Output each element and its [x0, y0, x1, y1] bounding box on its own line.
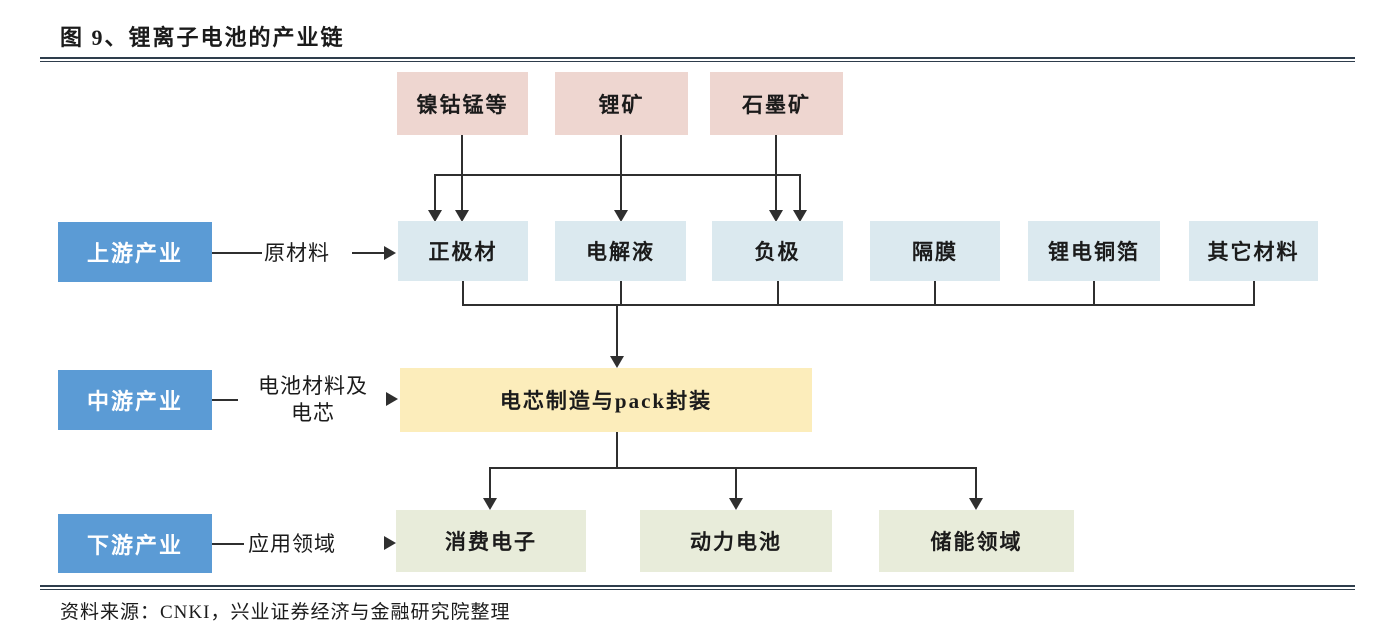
arrow-down-icon — [793, 210, 807, 222]
upstream-box-electrolyte: 电解液 — [555, 221, 686, 281]
upstream-box-copper-foil: 锂电铜箔 — [1028, 221, 1160, 281]
upstream-box-other-materials: 其它材料 — [1189, 221, 1318, 281]
connector-line — [735, 467, 737, 500]
connector-line — [616, 304, 618, 358]
connector-line — [616, 432, 618, 469]
connector-line — [620, 135, 622, 212]
connector-line — [212, 399, 238, 401]
bus-stub — [934, 281, 936, 305]
downstream-box-energy-storage: 储能领域 — [879, 510, 1074, 572]
midstream-box-cell-pack: 电芯制造与pack封装 — [400, 368, 812, 432]
connector-label-raw-materials: 原材料 — [264, 241, 330, 265]
arrow-down-icon — [729, 498, 743, 510]
stage-box-downstream: 下游产业 — [58, 514, 212, 573]
arrow-right-icon — [384, 536, 396, 550]
connector-line — [799, 174, 801, 212]
arrow-down-icon — [610, 356, 624, 368]
connector-line — [352, 252, 384, 254]
upstream-box-anode: 负极 — [712, 221, 843, 281]
source-note: 资料来源：CNKI，兴业证券经济与金融研究院整理 — [60, 602, 511, 623]
arrow-down-icon — [614, 210, 628, 222]
connector-line — [775, 135, 777, 212]
arrow-right-icon — [384, 246, 396, 260]
bus-stub — [1253, 281, 1255, 305]
arrow-down-icon — [428, 210, 442, 222]
raw-material-box-nickel-cobalt-manganese: 镍钴锰等 — [397, 72, 528, 135]
connector-line — [461, 135, 463, 212]
arrow-down-icon — [455, 210, 469, 222]
arrow-down-icon — [483, 498, 497, 510]
upstream-box-cathode: 正极材 — [398, 221, 528, 281]
title-rule — [40, 57, 1355, 62]
upstream-box-separator: 隔膜 — [870, 221, 1000, 281]
bus-stub — [462, 281, 464, 305]
connector-line — [975, 467, 977, 500]
arrow-down-icon — [969, 498, 983, 510]
raw-material-box-lithium-ore: 锂矿 — [555, 72, 688, 135]
downstream-box-consumer-electronics: 消费电子 — [396, 510, 586, 572]
stage-box-midstream: 中游产业 — [58, 370, 212, 430]
downstream-box-power-battery: 动力电池 — [640, 510, 832, 572]
bus-line — [462, 304, 1255, 306]
connector-line — [212, 252, 262, 254]
connector-line — [489, 467, 491, 500]
raw-material-box-graphite-ore: 石墨矿 — [710, 72, 843, 135]
arrow-right-icon — [386, 392, 398, 406]
branch-line — [435, 174, 801, 176]
stage-box-upstream: 上游产业 — [58, 222, 212, 282]
connector-label-applications: 应用领域 — [248, 532, 336, 556]
bus-stub — [620, 281, 622, 305]
figure-title: 图 9、锂离子电池的产业链 — [60, 25, 345, 50]
connector-label-battery-materials: 电池材料及 电芯 — [240, 373, 386, 427]
distributor-line — [489, 467, 977, 469]
connector-label-line2: 电芯 — [291, 401, 335, 425]
bus-stub — [1093, 281, 1095, 305]
connector-label-line1: 电池材料及 — [258, 374, 368, 398]
connector-line — [212, 543, 244, 545]
arrow-down-icon — [769, 210, 783, 222]
footer-rule — [40, 585, 1355, 590]
connector-line — [434, 174, 436, 212]
bus-stub — [777, 281, 779, 305]
